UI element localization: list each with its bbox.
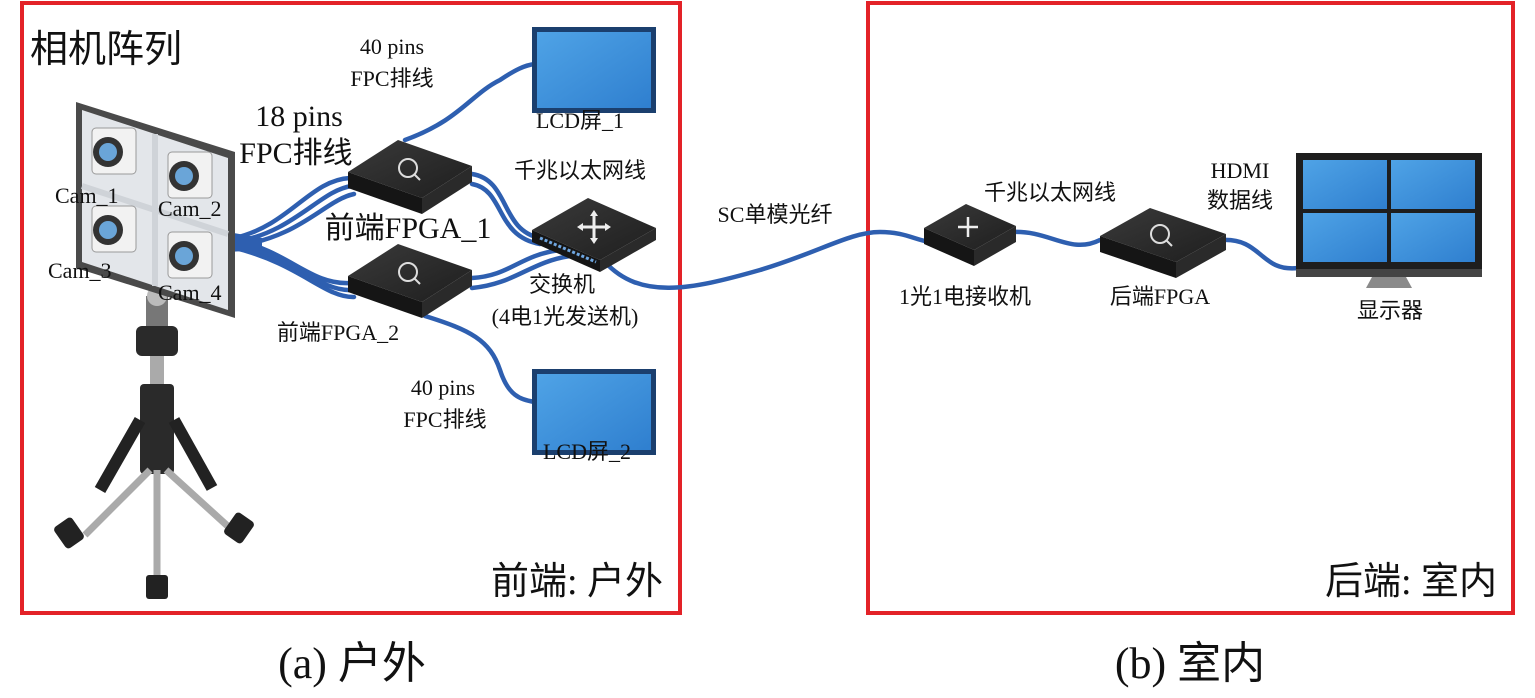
display-label: 显示器 [1357,298,1423,323]
lcd-2-icon [532,369,656,455]
switch-label-line2: (4电1光发送机) [492,304,639,329]
camera-icon [167,151,213,199]
outdoor-corner-label: 前端: 户外 [491,561,663,603]
cam-2-label: Cam_2 [158,196,222,221]
camera-array-title: 相机阵列 [30,29,182,71]
fpga-1-icon [348,140,472,214]
hdmi-label-line2: 数据线 [1207,188,1273,213]
cam-3-label: Cam_3 [48,258,112,283]
fpga-1-label: 前端FPGA_1 [325,212,492,245]
cam-1-label: Cam_1 [55,183,119,208]
camera-icon [167,231,213,279]
fpga-2-label: 前端FPGA_2 [277,320,399,345]
camera-icon [91,127,137,175]
lcd-1-label: LCD屏_1 [536,108,624,133]
cable-18-line1: 18 pins [255,100,343,133]
display-icon [1296,153,1482,288]
switch-label-line1: 交换机 [529,272,595,297]
hdmi-label-line1: HDMI [1211,158,1270,183]
camera-array [54,102,254,599]
cable-18-line2: FPC排线 [239,137,352,170]
caption-a: (a) 户外 [278,639,426,688]
outdoor-frame [20,1,682,615]
lcd-2-label: LCD屏_2 [543,439,631,464]
backend-fpga-label: 后端FPGA [1110,284,1210,309]
tripod-icon [54,286,254,599]
ethernet-label-outdoor: 千兆以太网线 [514,158,646,183]
cable-40-top-line2: FPC排线 [350,66,433,91]
indoor-corner-label: 后端: 室内 [1325,561,1497,603]
camera-icon [91,205,137,253]
caption-b: (b) 室内 [1115,639,1265,688]
indoor-frame [866,1,1515,615]
ethernet-label-indoor: 千兆以太网线 [984,180,1116,205]
cables [228,61,1301,405]
fpga-2-icon [348,244,472,318]
cable-40-bottom-line1: 40 pins [411,375,475,400]
lcd-1-icon [532,27,656,113]
backend-fpga-icon [1100,208,1226,278]
switch-icon [532,198,656,272]
receiver-label: 1光1电接收机 [899,284,1031,309]
cable-40-top-line1: 40 pins [360,34,424,59]
cam-4-label: Cam_4 [158,280,222,305]
cable-40-bottom-line2: FPC排线 [403,407,486,432]
receiver-icon [924,204,1016,266]
fiber-label: SC单模光纤 [718,202,833,227]
